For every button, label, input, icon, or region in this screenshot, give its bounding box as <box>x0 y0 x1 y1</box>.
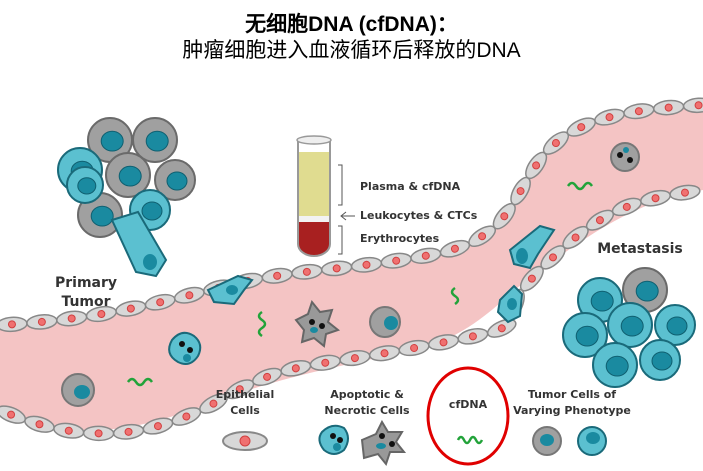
epithelial-cell <box>24 415 55 433</box>
epithelial-cell <box>398 339 430 357</box>
tumor-cell-teal <box>129 189 171 231</box>
tube-leukocytes-label: Leukocytes & CTCs <box>360 209 478 222</box>
tumor-cell-elongated <box>110 210 168 278</box>
legend-necrotic-cell <box>360 419 407 467</box>
legend-apoptotic-cell <box>318 424 349 455</box>
ctc-migrating <box>508 224 556 270</box>
legend-dna-icon <box>456 435 484 445</box>
cfdna-fragments <box>126 181 594 387</box>
legend-epithelial-2: Cells <box>230 404 260 417</box>
title-line-2: 肿瘤细胞进入血液循环后释放的DNA <box>182 39 521 62</box>
epithelial-cell <box>669 184 701 201</box>
primary-tumor-label-1: Primary <box>55 275 117 291</box>
epithelial-cell <box>457 328 489 345</box>
tumor-cell-gray <box>105 152 151 198</box>
epithelial-cell <box>682 97 703 114</box>
tumor-cell-gray <box>132 117 178 163</box>
epithelial-cell <box>144 293 176 311</box>
legend-cfdna: cfDNA <box>449 398 488 411</box>
legend-epithelial-cell <box>222 431 268 451</box>
epithelial-cell <box>142 417 174 435</box>
epithelial-cell <box>339 350 371 367</box>
title-line-1: 无细胞DNA (cfDNA)： <box>245 13 458 36</box>
epithelial-cell <box>562 225 589 250</box>
tube-plasma-label: Plasma & cfDNA <box>360 180 461 193</box>
epithelial-cell <box>225 379 255 400</box>
epithelial-cell <box>410 247 442 264</box>
legend-apoptotic-1: Apoptotic & <box>330 388 404 401</box>
tumor-cell-gray <box>154 159 196 201</box>
tube-erythrocytes-label: Erythrocytes <box>360 232 440 245</box>
tumor-cell-gray <box>61 373 95 407</box>
legend-tumor-1: Tumor Cells of <box>528 388 616 401</box>
tumor-cell-teal <box>66 166 104 204</box>
tumor-cell-gray <box>369 306 401 338</box>
metastasis-cluster <box>562 267 696 388</box>
cfdna-highlight-circle <box>426 366 510 466</box>
epithelial-cell <box>492 202 516 230</box>
primary-tumor-label-2: Tumor <box>61 294 110 310</box>
epithelial-cell <box>623 103 655 120</box>
tumor-cell-teal <box>639 339 681 381</box>
legend-epithelial-1: Epithelial <box>216 388 274 401</box>
tumor-cell-teal <box>592 342 638 388</box>
blood-tube <box>296 135 355 257</box>
epithelial-lining <box>0 97 703 442</box>
tumor-cell-teal <box>577 277 623 323</box>
metastasis-label: Metastasis <box>597 241 683 257</box>
legend-tumor-cell-teal <box>577 426 607 456</box>
tumor-cell-gray <box>622 267 668 313</box>
epithelial-cell <box>26 314 58 330</box>
epithelial-cell <box>594 108 625 126</box>
legend-apoptotic-2: Necrotic Cells <box>324 404 410 417</box>
apoptotic-cell <box>168 331 202 365</box>
tumor-cell-teal <box>607 302 653 348</box>
ctc-migrating <box>496 284 524 324</box>
epithelial-cell <box>428 334 460 351</box>
epithelial-cell <box>611 197 642 217</box>
epithelial-cell <box>252 367 283 387</box>
legend-tumor-2: Varying Phenotype <box>513 404 631 417</box>
epithelial-cell <box>112 423 145 440</box>
epithelial-cell <box>82 425 115 442</box>
apoptotic-cell <box>610 142 640 172</box>
epithelial-cell <box>487 318 517 338</box>
tumor-cell-teal <box>654 304 696 346</box>
primary-tumor-cluster <box>57 117 196 278</box>
tumor-cell-teal <box>562 312 608 358</box>
ctc-migrating <box>206 274 254 306</box>
necrotic-cell <box>294 299 341 348</box>
legend-tumor-cell-gray <box>532 426 562 456</box>
